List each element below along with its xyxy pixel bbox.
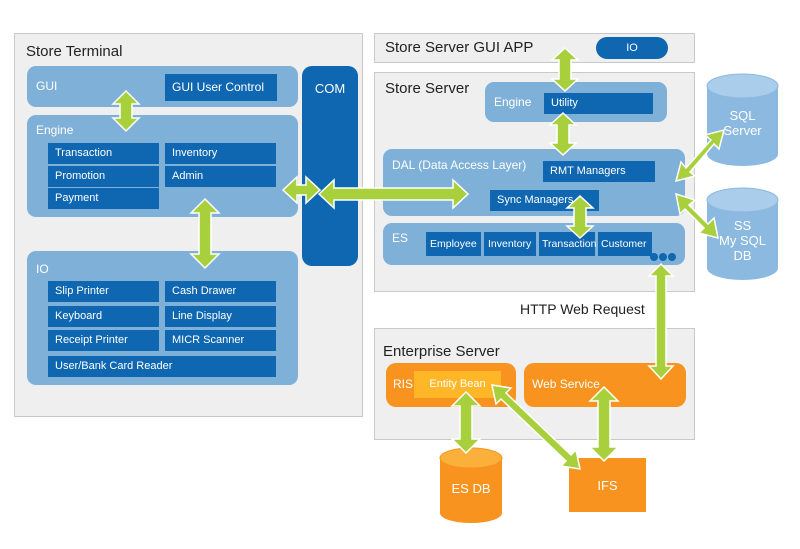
engine-payment[interactable]: Payment [48,188,159,209]
sql-server-label: SQL Server [705,108,780,138]
arrow-es-webservice [647,262,675,381]
es-db-label: ES DB [451,481,491,496]
engine-transaction[interactable]: Transaction [48,143,159,164]
store-terminal-title: Store Terminal [26,43,123,60]
utility-box[interactable]: Utility [544,93,653,114]
sql-server-db-icon [706,73,779,166]
rmt-managers[interactable]: RMT Managers [543,161,655,182]
ris-box: RIS Entity Bean [386,363,516,407]
engine-inventory[interactable]: Inventory [165,143,276,164]
io-line-display[interactable]: Line Display [165,306,276,327]
arrow-io-engine [550,46,580,93]
terminal-engine-label: Engine [36,123,74,137]
gui-box: GUI GUI User Control [27,66,298,107]
arrow-engine-com [281,175,322,205]
web-service-label: Web Service [532,377,600,391]
io-receipt-printer[interactable]: Receipt Printer [48,330,159,351]
io-slip-printer[interactable]: Slip Printer [48,281,159,302]
es-customer[interactable]: Customer [598,232,652,256]
arrow-webservice-ifs [588,385,620,463]
gui-label: GUI [36,79,58,93]
enterprise-server-title: Enterprise Server [383,343,500,360]
terminal-io-box: IO Slip Printer Cash Drawer Keyboard Lin… [27,251,298,385]
ris-label: RIS [393,377,414,391]
dal-box: DAL (Data Access Layer) RMT Managers Syn… [383,149,685,216]
es-transaction[interactable]: Transaction [539,232,596,256]
engine-promotion[interactable]: Promotion [48,166,159,187]
sql-server-line1: SQL [729,108,756,123]
ss-mysql-line2: My SQL [719,233,766,248]
entity-bean-label: Entity Bean [429,378,486,390]
io-button[interactable]: IO [596,37,668,59]
arrow-dal-ssmysql [675,192,719,240]
ss-mysql-line3: DB [733,248,752,263]
store-server-title: Store Server [385,80,470,97]
dots-graphic [650,253,676,261]
io-cash-drawer[interactable]: Cash Drawer [165,281,276,302]
arrow-com-dal [317,178,470,210]
ss-mysql-db-icon [706,187,779,280]
sql-server-line2: Server [723,123,762,138]
com-bar: COM [302,66,358,266]
arrow-engine-io [189,197,221,270]
io-keyboard[interactable]: Keyboard [48,306,159,327]
arrow-entitybean-ifs [491,384,581,470]
arrow-sync-es [565,194,595,240]
es-box: ES Employee Inventory Transaction Custom… [383,223,685,265]
es-inventory[interactable]: Inventory [484,232,536,256]
terminal-io-label: IO [36,262,49,276]
com-label: COM [314,81,346,96]
es-label: ES [392,231,409,245]
ifs-label: IFS [597,478,618,493]
es-db-icon [439,447,503,523]
store-server-gui-title: Store Server GUI APP [385,39,534,56]
arrow-dal-sqlserver [674,128,726,183]
server-engine-label: Engine [494,95,532,109]
arrow-gui-engine [111,89,141,133]
gui-user-control[interactable]: GUI User Control [165,74,277,101]
arrow-entitybean-esdb [450,390,482,455]
terminal-engine-box: Engine Transaction Inventory Promotion A… [27,115,298,217]
ss-mysql-label: SS My SQL DB [705,218,780,263]
io-card-reader[interactable]: User/Bank Card Reader [48,356,276,377]
ifs-box[interactable]: IFS [569,458,646,512]
more-dots-icon[interactable] [649,249,679,261]
es-employee[interactable]: Employee [426,232,481,256]
dal-label: DAL (Data Access Layer) [392,158,527,172]
server-engine-box: Engine Utility [485,82,667,122]
arrow-engine-dal [548,111,578,157]
io-micr-scanner[interactable]: MICR Scanner [165,330,276,351]
store-server-gui-panel: Store Server GUI APP IO [374,33,695,63]
ss-mysql-line1: SS [733,218,752,233]
engine-admin[interactable]: Admin [165,166,276,187]
entity-bean-box[interactable]: Entity Bean [414,371,501,398]
http-web-request-label: HTTP Web Request [520,301,645,317]
